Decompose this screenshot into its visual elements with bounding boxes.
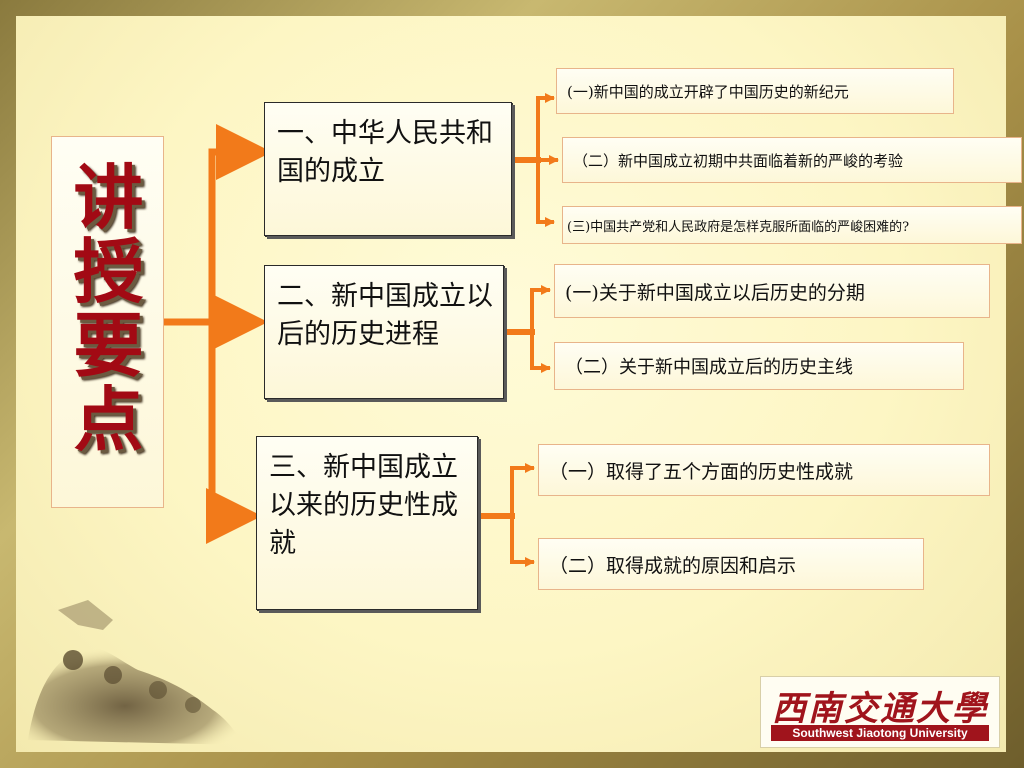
slide-title-char: 点 <box>73 379 144 461</box>
section-1-item-2-text: （二）新中国成立初期中共面临着新的严峻的考验 <box>573 151 904 170</box>
section-1-item-3: (三)中国共产党和人民政府是怎样克服所面临的严峻困难的? <box>562 206 1022 244</box>
section-3-item-1: （一）取得了五个方面的历史性成就 <box>538 444 990 496</box>
monument-statue-image <box>28 600 243 745</box>
section-3-item-1-text: （一）取得了五个方面的历史性成就 <box>549 460 854 483</box>
section-2-item-1: (一)关于新中国成立以后历史的分期 <box>554 264 990 318</box>
section-2-box: 二、新中国成立以后的历史进程 <box>264 265 504 399</box>
logo-chinese-name: 西南交通大學 <box>772 689 988 729</box>
slide-title-char: 授 <box>73 231 144 313</box>
section-3-item-2-text: （二）取得成就的原因和启示 <box>549 554 797 577</box>
university-logo: 西南交通大學 Southwest Jiaotong University <box>760 676 1000 748</box>
logo-english-name: Southwest Jiaotong University <box>771 725 989 741</box>
section-1-box: 一、中华人民共和国的成立 <box>264 102 512 236</box>
section-3-item-2: （二）取得成就的原因和启示 <box>538 538 924 590</box>
slide-title-char: 讲 <box>73 157 144 239</box>
section-1-label: 一、中华人民共和国的成立 <box>277 118 493 187</box>
section-1-item-1: (一)新中国的成立开辟了中国历史的新纪元 <box>556 68 954 114</box>
section-1-item-1-text: (一)新中国的成立开辟了中国历史的新纪元 <box>567 82 849 101</box>
section-3-box: 三、新中国成立以来的历史性成就 <box>256 436 478 610</box>
section-2-item-2: （二）关于新中国成立后的历史主线 <box>554 342 964 390</box>
slide-title: 讲授要点 <box>52 161 165 457</box>
section-2-item-2-text: （二）关于新中国成立后的历史主线 <box>565 357 853 378</box>
slide-title-char: 要 <box>73 305 144 387</box>
section-3-label: 三、新中国成立以来的历史性成就 <box>269 452 458 559</box>
section-2-label: 二、新中国成立以后的历史进程 <box>277 281 493 350</box>
section-1-item-2: （二）新中国成立初期中共面临着新的严峻的考验 <box>562 137 1022 183</box>
section-2-item-1-text: (一)关于新中国成立以后历史的分期 <box>565 281 865 304</box>
section-1-item-3-text: (三)中国共产党和人民政府是怎样克服所面临的严峻困难的? <box>567 219 910 235</box>
title-box: 讲授要点 <box>51 136 164 508</box>
